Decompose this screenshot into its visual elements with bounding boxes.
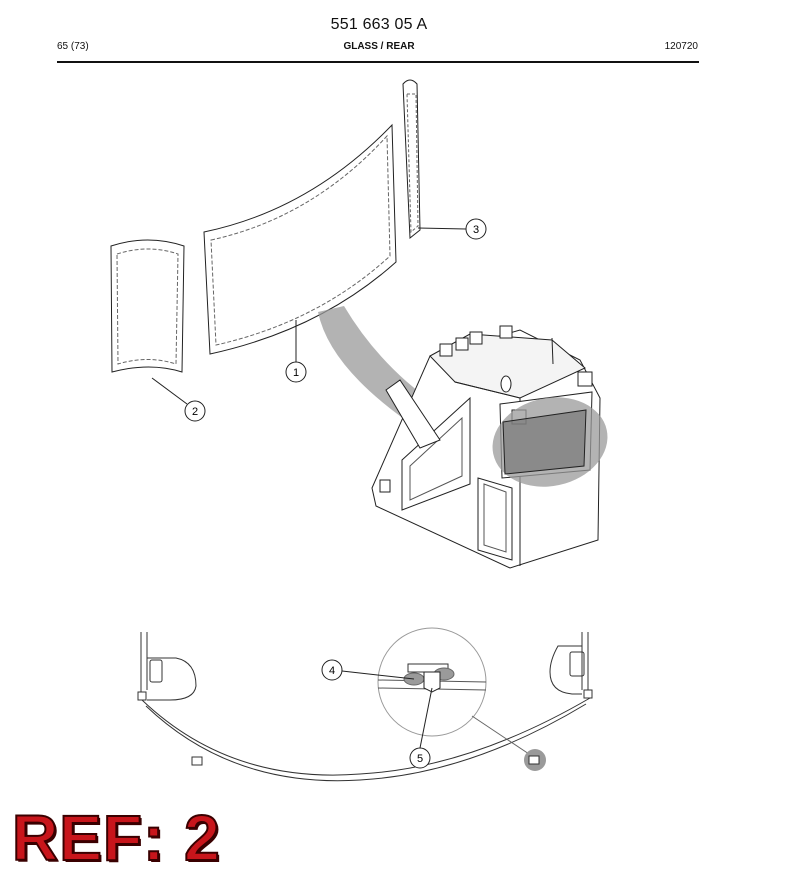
callout-2: 2 [184, 400, 206, 422]
callout-1: 1 [285, 361, 307, 383]
callout-3-number: 3 [473, 224, 479, 236]
detail-magnifier [377, 627, 546, 771]
callout-4-number: 4 [329, 665, 335, 677]
page-number: 65 (73) [57, 41, 89, 52]
header-rule [57, 61, 699, 63]
reference-label: REF: 2 [11, 802, 221, 874]
leader-line-3 [417, 227, 467, 230]
callout-5-number: 5 [417, 753, 423, 765]
section-title: GLASS / REAR [343, 41, 415, 52]
callout-3: 3 [465, 218, 487, 240]
date-code: 120720 [664, 41, 698, 52]
rear-glass [203, 123, 397, 355]
leader-line-5 [419, 687, 433, 749]
callout-2-number: 2 [192, 406, 198, 418]
callout-1-number: 1 [293, 367, 299, 379]
leader-line-2 [151, 377, 188, 405]
rear-seal-profile [137, 632, 593, 782]
document-number: 551 663 05 A [330, 16, 428, 33]
callout-4: 4 [321, 659, 343, 681]
leader-line-4 [341, 670, 415, 680]
callout-5: 5 [409, 747, 431, 769]
side-glass-left [110, 239, 185, 373]
side-glass-right [402, 79, 421, 240]
